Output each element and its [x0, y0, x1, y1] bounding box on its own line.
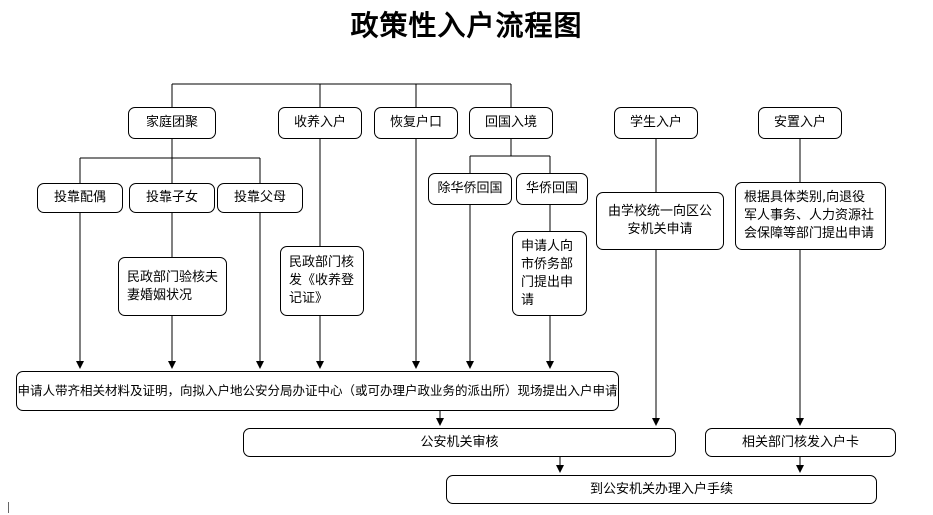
node-resettlement: 安置入户 — [758, 107, 842, 139]
node-return-overseas-chinese: 华侨回国 — [516, 173, 588, 205]
node-civil-verify: 民政部门验核夫妻婚姻状况 — [118, 257, 227, 316]
node-police-review: 公安机关审核 — [243, 428, 676, 457]
node-family-reunion: 家庭团聚 — [128, 107, 216, 139]
node-civil-adopt: 民政部门核发《收养登记证》 — [280, 246, 364, 316]
node-parent: 投靠父母 — [217, 183, 303, 213]
node-student: 学生入户 — [614, 107, 698, 139]
node-resettle-apply: 根据具体类别,向退役军人事务、人力资源社会保障等部门提出申请 — [735, 182, 886, 250]
text-cursor — [8, 502, 9, 513]
node-issue-card: 相关部门核发入户卡 — [705, 428, 896, 457]
node-overseas-apply: 申请人向市侨务部门提出申请 — [512, 231, 587, 316]
node-apply-main: 申请人带齐相关材料及证明，向拟入户地公安分局办证中心（或可办理户政业务的派出所）… — [16, 371, 619, 411]
node-adoption: 收养入户 — [278, 107, 362, 139]
node-return-non-chinese: 除华侨回国 — [428, 173, 512, 205]
node-spouse: 投靠配偶 — [37, 183, 123, 213]
node-restore-hukou: 恢复户口 — [374, 107, 458, 139]
node-child: 投靠子女 — [129, 183, 215, 213]
page-title: 政策性入户流程图 — [350, 9, 583, 42]
node-return-entry: 回国入境 — [469, 107, 553, 139]
node-school-apply: 由学校统一向区公安机关申请 — [596, 192, 724, 250]
node-final: 到公安机关办理入户手续 — [446, 475, 877, 504]
